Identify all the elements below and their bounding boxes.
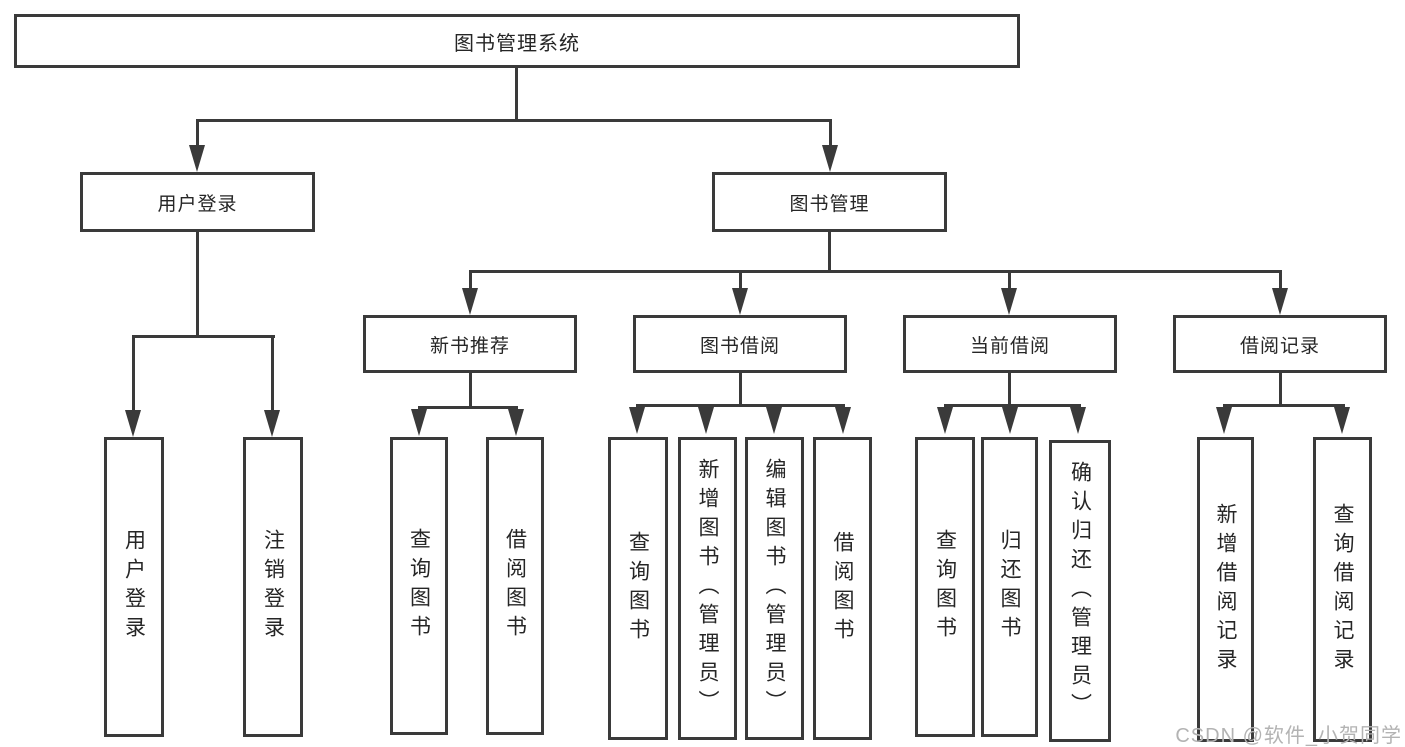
node-leaf-user-login: 用户登录 (104, 437, 164, 737)
node-leaf-return-book: 归还图书 (981, 437, 1038, 737)
node-label: 用户登录 (157, 193, 238, 215)
node-leaf-borrow-book-2: 借阅图书 (813, 437, 872, 740)
connector-line (469, 373, 472, 409)
node-label: 图书借阅 (699, 335, 780, 357)
node-current-borrow: 当前借阅 (903, 315, 1117, 373)
connector-line (1279, 270, 1282, 290)
connector-line (1223, 404, 1345, 407)
arrow-down-icon (508, 409, 524, 436)
csdn-watermark: CSDN @软件_小贺同学 (1175, 725, 1402, 747)
node-user-login: 用户登录 (80, 172, 315, 232)
arrow-down-icon (462, 288, 478, 315)
arrow-down-icon (189, 145, 205, 172)
node-leaf-edit-book-admin: 编辑图书（管理员） (745, 437, 804, 740)
arrow-down-icon (264, 410, 280, 437)
arrow-down-icon (411, 409, 427, 436)
connector-line (636, 404, 845, 407)
node-label: 借阅图书 (831, 530, 854, 647)
node-label: 借阅图书 (503, 528, 527, 644)
node-label: 归还图书 (998, 529, 1021, 645)
connector-line (196, 119, 199, 149)
node-leaf-add-borrow-record: 新增借阅记录 (1197, 437, 1254, 742)
connector-line (944, 404, 1081, 407)
connector-line (1008, 373, 1011, 407)
node-book-management: 图书管理 (712, 172, 947, 232)
arrow-down-icon (1070, 407, 1086, 434)
node-label: 借阅记录 (1239, 335, 1320, 357)
connector-line (132, 335, 135, 411)
connector-line (196, 119, 832, 122)
node-leaf-query-book-3: 查询图书 (915, 437, 975, 737)
node-new-book-recommend: 新书推荐 (363, 315, 577, 373)
arrow-down-icon (1216, 407, 1232, 434)
connector-line (739, 373, 742, 407)
node-leaf-logout: 注销登录 (243, 437, 303, 737)
node-label: 当前借阅 (969, 335, 1050, 357)
node-label: 编辑图书（管理员） (763, 458, 786, 719)
connector-line (469, 270, 1282, 273)
arrow-down-icon (766, 407, 782, 434)
node-leaf-query-book-1: 查询图书 (390, 437, 448, 735)
node-label: 图书管理 (789, 193, 870, 215)
node-label: 查询图书 (407, 528, 431, 644)
arrow-down-icon (629, 407, 645, 434)
connector-line (828, 232, 831, 272)
connector-line (196, 232, 199, 338)
node-label: 查询图书 (933, 529, 957, 645)
node-label: 图书管理系统 (454, 32, 580, 55)
connector-line (1008, 270, 1011, 290)
node-label: 用户登录 (122, 529, 146, 645)
node-label: 新增图书（管理员） (696, 458, 719, 719)
node-leaf-query-borrow-record: 查询借阅记录 (1313, 437, 1372, 742)
node-leaf-add-book-admin: 新增图书（管理员） (678, 437, 737, 740)
node-label: 新增借阅记录 (1214, 502, 1237, 677)
connector-line (469, 270, 472, 290)
node-book-borrow: 图书借阅 (633, 315, 847, 373)
connector-line (271, 335, 274, 411)
arrow-down-icon (1002, 407, 1018, 434)
arrow-down-icon (822, 145, 838, 172)
node-leaf-query-book-2: 查询图书 (608, 437, 668, 740)
node-label: 查询借阅记录 (1331, 502, 1354, 677)
connector-line (1279, 373, 1282, 407)
arrow-down-icon (937, 407, 953, 434)
arrow-down-icon (732, 288, 748, 315)
arrow-down-icon (1334, 407, 1350, 434)
connector-line (739, 270, 742, 290)
node-borrow-records: 借阅记录 (1173, 315, 1387, 373)
connector-line (829, 119, 832, 149)
arrow-down-icon (1272, 288, 1288, 315)
node-leaf-confirm-return-admin: 确认归还（管理员） (1049, 440, 1111, 742)
node-label: 查询图书 (626, 530, 650, 647)
node-leaf-borrow-book-1: 借阅图书 (486, 437, 544, 735)
connector-line (418, 406, 518, 409)
node-root-library-system: 图书管理系统 (14, 14, 1020, 68)
connector-line (515, 68, 518, 121)
node-label: 注销登录 (261, 529, 285, 645)
arrow-down-icon (835, 407, 851, 434)
arrow-down-icon (698, 407, 714, 434)
node-label: 新书推荐 (429, 335, 510, 357)
node-label: 确认归还（管理员） (1068, 460, 1092, 722)
arrow-down-icon (1001, 288, 1017, 315)
arrow-down-icon (125, 410, 141, 437)
connector-line (132, 335, 275, 338)
